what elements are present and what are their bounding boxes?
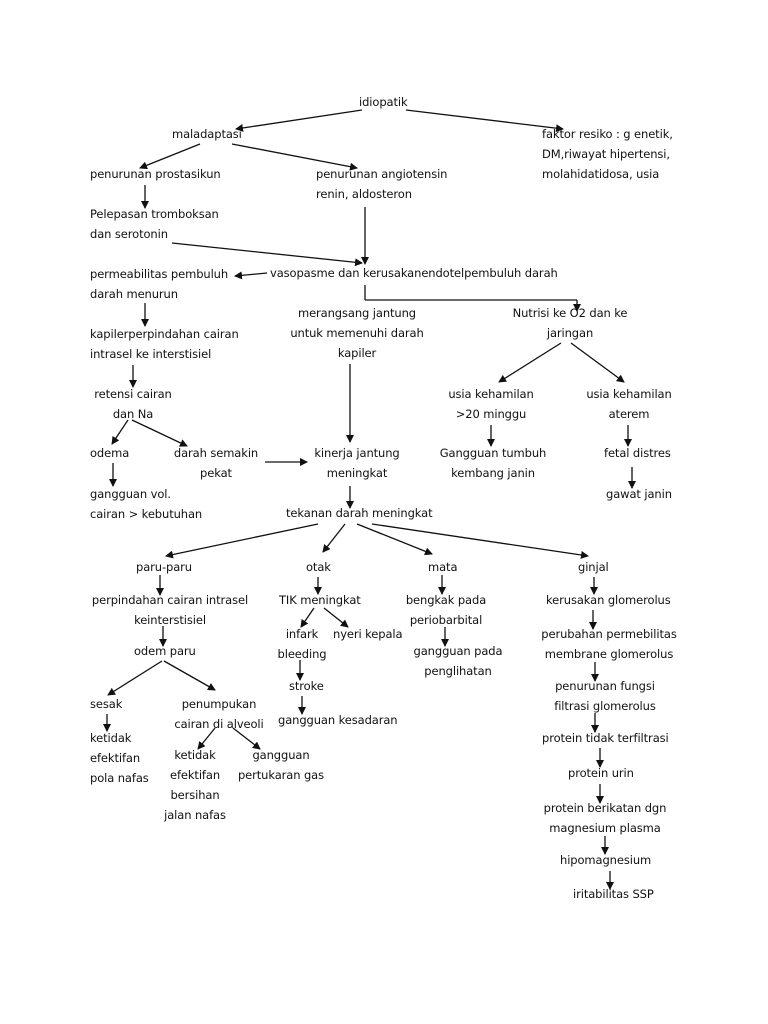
arrow-vasopasme-permeabilitas [234,271,268,280]
node-stroke: stroke [289,679,324,693]
node-penurunan-fungsi: penurunan fungsi filtrasi glomerolus [554,679,656,713]
node-bengkak: bengkak pada periobarbital [405,593,487,627]
node-usia-aterem: usia kehamilan aterem [586,387,672,421]
node-tik: TIK meningkat [279,593,361,607]
arrow-nutrisi-aterem [570,342,625,383]
arrow-tromboksan-vasopasme [171,242,363,267]
node-mata: mata [428,560,458,574]
arrow-tekanan-paru [165,523,319,559]
node-penumpukan: penumpukan cairan di alveoli [174,697,264,731]
node-perpindahan-paru: perpindahan cairan intrasel keinterstisi… [91,593,249,627]
node-kinerja-jantung: kinerja jantung meningkat [314,446,400,480]
arrow-penumpukan-ketidak [197,727,216,750]
node-faktor-resiko: faktor resiko : g enetik, DM,riwayat hip… [542,127,673,181]
node-merangsang-jantung: merangsang jantung untuk memenuhi darah … [290,306,424,360]
arrow-maladaptasi-prostasikun [139,143,201,170]
node-darah-pekat: darah semakin pekat [173,446,259,480]
node-usia-20: usia kehamilan >20 minggu [448,387,534,421]
node-paru: paru-paru [136,560,192,574]
node-protein-urin: protein urin [568,766,634,780]
arrow-idiopatik-maladaptasi [235,109,363,132]
node-retensi: retensi cairan dan Na [94,387,172,421]
arrow-tekanan-ginjal [371,523,589,559]
node-odem-paru: odem paru [134,644,196,658]
arrow-odem-penumpukan [163,660,216,691]
arrow-penumpukan-gangguan [232,727,261,750]
node-permeabilitas: permeabilitas pembuluh darah menurun [90,267,229,301]
node-pelepasan-tromboksan: Pelepasan tromboksan dan serotonin [90,207,219,241]
node-otak: otak [306,560,331,574]
arrow-retensi-darah [131,419,188,447]
node-gangguan-vol: gangguan vol. cairan > kebutuhan [90,487,203,521]
arrow-maladaptasi-angiotensin [231,143,358,171]
node-gangguan-penglihatan: gangguan pada penglihatan [413,644,503,678]
arrow-tekanan-otak [322,523,346,553]
node-idiopatik: idiopatik [359,95,408,109]
node-nyeri-kepala: nyeri kepala [333,627,403,641]
node-nutrisi: Nutrisi ke O2 dan ke jaringan [512,306,628,340]
node-perubahan-permebilitas: perubahan permebilitas membrane glomerol… [541,627,677,661]
node-protein-berikatan: protein berikatan dgn magnesium plasma [543,801,667,835]
node-gangguan-pertukaran: gangguan pertukaran gas [237,748,325,782]
arrow-retensi-odema [111,419,129,445]
arrow-tekanan-mata [356,523,433,556]
node-ginjal: ginjal [578,560,609,574]
node-ketidak-pola: ketidak efektifan pola nafas [90,731,149,785]
node-gawat-janin: gawat janin [606,487,672,501]
node-penurunan-angiotensin: penurunan angiotensin renin, aldosteron [316,167,448,201]
node-odema: odema [90,446,130,460]
arrow-tik-infark [300,607,315,628]
node-kerusakan-glomerolus: kerusakan glomerolus [546,593,671,607]
node-infark: infark bleeding [277,627,327,661]
arrow-odem-sesak [107,660,163,696]
node-protein-tidak: protein tidak terfiltrasi [542,731,669,745]
arrow-tik-nyeri [323,607,349,628]
node-iritabilitas: iritabilitas SSP [573,887,654,901]
node-vasopasme: vasopasme dan kerusakanendotelpembuluh d… [270,266,558,280]
node-tekanan-darah: tekanan darah meningkat [286,506,433,520]
node-penurunan-prostasikun: penurunan prostasikun [90,167,221,181]
node-kapilerperpindahan: kapilerperpindahan cairan intrasel ke in… [90,327,239,361]
arrow-idiopatik-faktor [405,109,564,133]
node-maladaptasi: maladaptasi [172,127,242,141]
node-sesak: sesak [90,697,123,711]
node-hipomagnesium: hipomagnesium [560,853,652,867]
node-gangguan-kesadaran: gangguan kesadaran [278,713,398,727]
node-fetal-distres: fetal distres [604,446,671,460]
arrow-nutrisi-usia20 [498,342,562,383]
node-ketidak-jalan: ketidak efektifan bersihan jalan nafas [164,748,226,822]
node-gangguan-tumbuh: Gangguan tumbuh kembang janin [439,446,547,480]
